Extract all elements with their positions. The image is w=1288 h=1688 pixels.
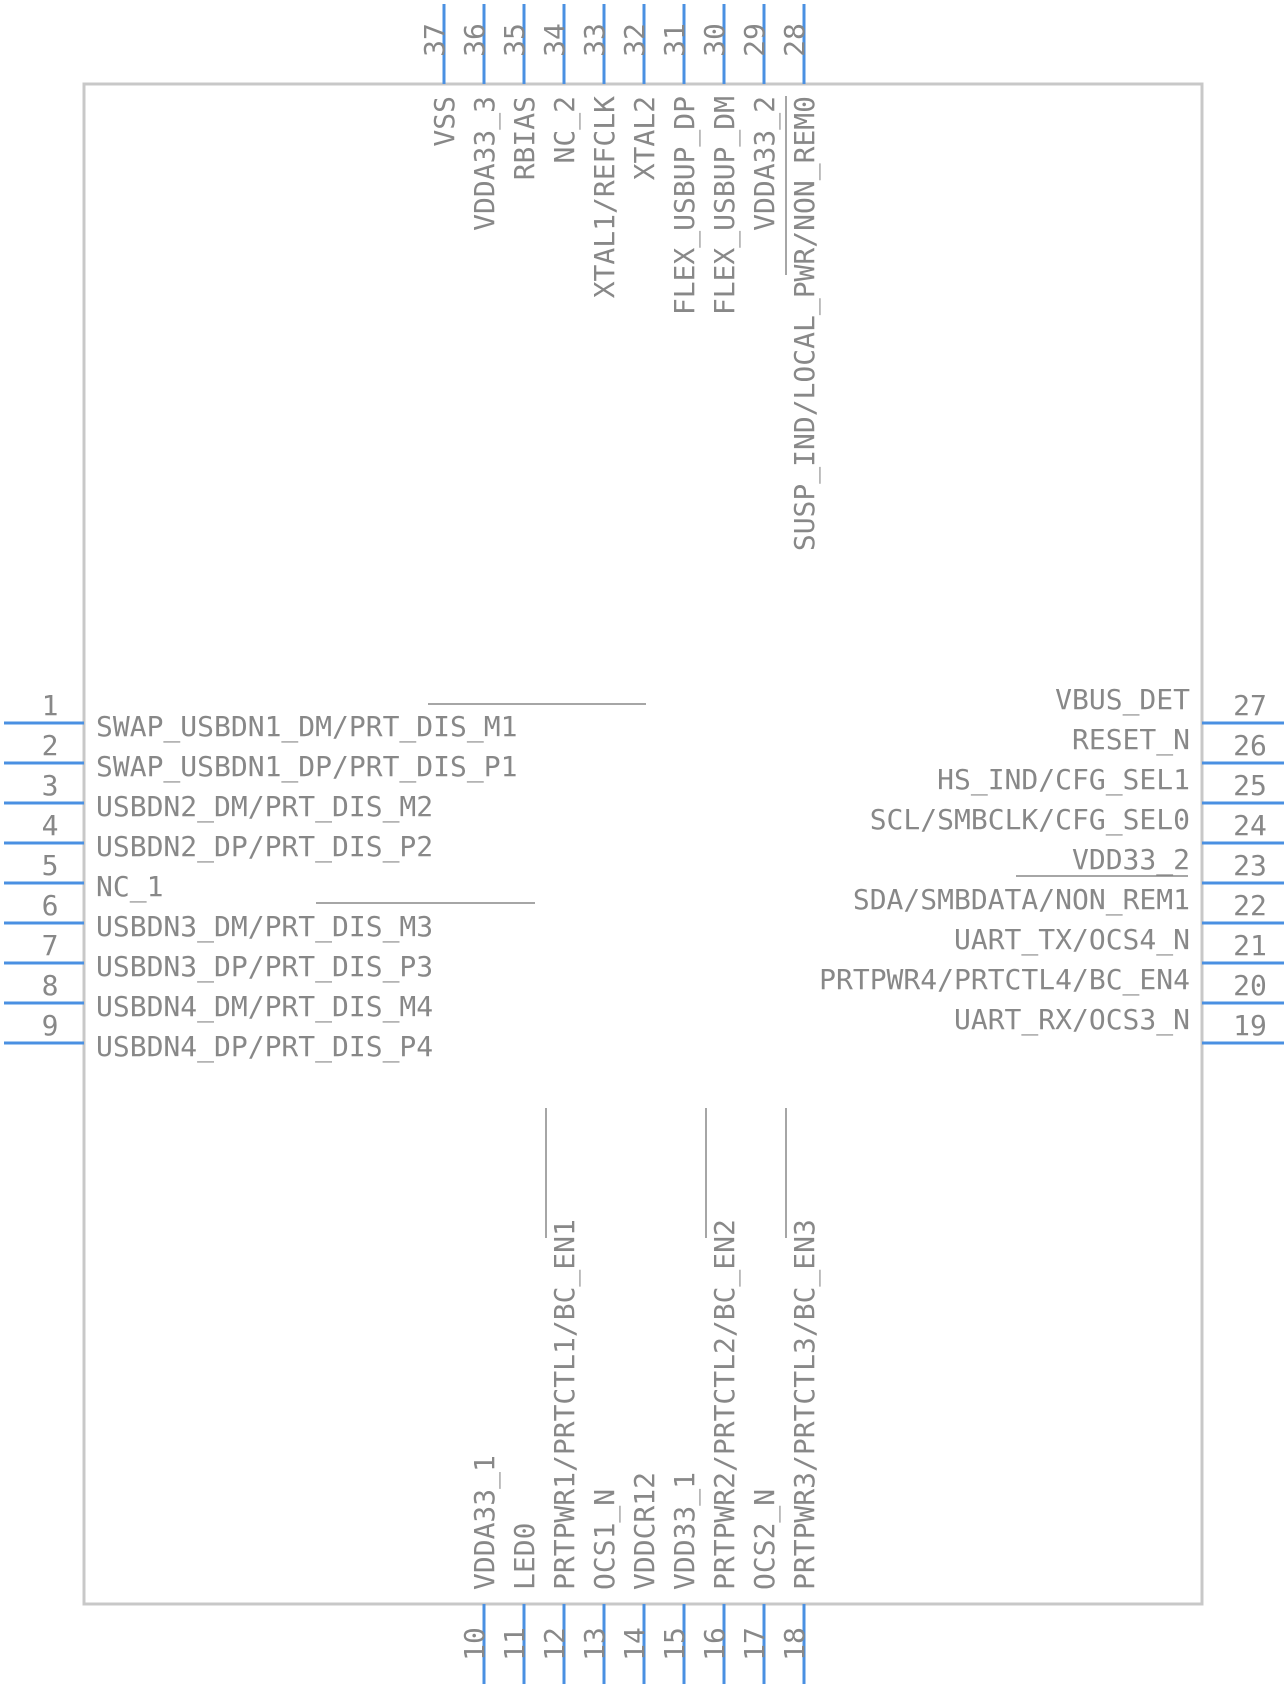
pin-17-number: 17 bbox=[738, 1627, 771, 1661]
pin-27-number: 27 bbox=[1233, 689, 1267, 722]
pin-28-label-susp-ind-local-pwr-non-rem0: SUSP_IND/LOCAL_PWR/NON_REM0 bbox=[788, 96, 822, 551]
pin-7-label-usbdn3-dp-prt-dis-p3: USBDN3_DP/PRT_DIS_P3 bbox=[96, 950, 433, 984]
pin-15-label-vdd33-1: VDD33_1 bbox=[668, 1472, 702, 1590]
pin-4-number: 4 bbox=[42, 809, 59, 842]
pin-26-label-reset-n: RESET_N bbox=[1072, 723, 1190, 757]
pin-11-number: 11 bbox=[498, 1627, 531, 1661]
pin-5-label-nc-1: NC_1 bbox=[96, 870, 163, 904]
pin-2-label-swap-usbdn1-dp-prt-dis-p1: SWAP_USBDN1_DP/PRT_DIS_P1 bbox=[96, 750, 517, 784]
pin-20-label-prtpwr4-prtctl4-bc-en4: PRTPWR4/PRTCTL4/BC_EN4 bbox=[819, 963, 1190, 997]
pin-27-label-vbus-det: VBUS_DET bbox=[1055, 683, 1190, 717]
pin-37-label-vss: VSS bbox=[428, 96, 461, 147]
pin-1-number: 1 bbox=[42, 689, 59, 722]
pin-8-number: 8 bbox=[42, 969, 59, 1002]
pin-18-label-prtpwr3-prtctl3-bc-en3: PRTPWR3/PRTCTL3/BC_EN3 bbox=[788, 1219, 822, 1590]
pin-32-number: 32 bbox=[618, 23, 651, 57]
pin-6-number: 6 bbox=[42, 889, 59, 922]
pin-33-label-xtal1-refclk: XTAL1/REFCLK bbox=[588, 96, 621, 298]
pin-35-label-rbias: RBIAS bbox=[508, 96, 541, 180]
pin-3-number: 3 bbox=[42, 769, 59, 802]
pin-30-label-flex-usbup-dm: FLEX_USBUP_DM bbox=[708, 96, 742, 315]
pin-26-number: 26 bbox=[1233, 729, 1267, 762]
pin-10-label-vdda33-1: VDDA33_1 bbox=[468, 1455, 502, 1590]
pin-6-label-usbdn3-dm-prt-dis-m3: USBDN3_DM/PRT_DIS_M3 bbox=[96, 910, 433, 944]
pin-31-number: 31 bbox=[658, 23, 691, 57]
pin-24-label-scl-smbclk-cfg-sel0: SCL/SMBCLK/CFG_SEL0 bbox=[870, 803, 1190, 837]
pin-23-number: 23 bbox=[1233, 849, 1267, 882]
pin-9-number: 9 bbox=[42, 1009, 59, 1042]
pin-33-number: 33 bbox=[578, 23, 611, 57]
pin-22-number: 22 bbox=[1233, 889, 1267, 922]
pin-13-label-ocs1-n: OCS1_N bbox=[588, 1489, 622, 1590]
pin-14-number: 14 bbox=[618, 1627, 651, 1661]
pin-16-number: 16 bbox=[698, 1627, 731, 1661]
pin-22-label-sda-smbdata-non-rem1: SDA/SMBDATA/NON_REM1 bbox=[853, 883, 1190, 917]
pin-25-number: 25 bbox=[1233, 769, 1267, 802]
pin-7-number: 7 bbox=[42, 929, 59, 962]
pin-34-number: 34 bbox=[538, 23, 571, 57]
pin-19-number: 19 bbox=[1233, 1009, 1267, 1042]
pin-8-label-usbdn4-dm-prt-dis-m4: USBDN4_DM/PRT_DIS_M4 bbox=[96, 990, 433, 1024]
pin-12-number: 12 bbox=[538, 1627, 571, 1661]
pin-35-number: 35 bbox=[498, 23, 531, 57]
pin-20-number: 20 bbox=[1233, 969, 1267, 1002]
pin-17-label-ocs2-n: OCS2_N bbox=[748, 1489, 782, 1590]
pin-21-number: 21 bbox=[1233, 929, 1267, 962]
pin-32-label-xtal2: XTAL2 bbox=[628, 96, 661, 180]
pin-9-label-usbdn4-dp-prt-dis-p4: USBDN4_DP/PRT_DIS_P4 bbox=[96, 1030, 433, 1064]
pin-5-number: 5 bbox=[42, 849, 59, 882]
pin-31-label-flex-usbup-dp: FLEX_USBUP_DP bbox=[668, 96, 702, 315]
overbars-layer bbox=[316, 96, 1188, 1238]
pin-3-label-usbdn2-dm-prt-dis-m2: USBDN2_DM/PRT_DIS_M2 bbox=[96, 790, 433, 824]
pin-36-label-vdda33-3: VDDA33_3 bbox=[468, 96, 502, 231]
pin-36-number: 36 bbox=[458, 23, 491, 57]
pin-37-number: 37 bbox=[418, 23, 451, 57]
pin-16-label-prtpwr2-prtctl2-bc-en2: PRTPWR2/PRTCTL2/BC_EN2 bbox=[708, 1219, 742, 1590]
pin-19-label-uart-rx-ocs3-n: UART_RX/OCS3_N bbox=[954, 1003, 1190, 1037]
pin-10-number: 10 bbox=[458, 1627, 491, 1661]
pin-30-number: 30 bbox=[698, 23, 731, 57]
pin-23-label-vdd33-2: VDD33_2 bbox=[1072, 843, 1190, 877]
pin-29-number: 29 bbox=[738, 23, 771, 57]
pin-29-label-vdda33-2: VDDA33_2 bbox=[748, 96, 782, 231]
pin-34-label-nc-2: NC_2 bbox=[548, 96, 582, 163]
pin-18-number: 18 bbox=[778, 1627, 811, 1661]
pin-15-number: 15 bbox=[658, 1627, 691, 1661]
pin-1-label-swap-usbdn1-dm-prt-dis-m1: SWAP_USBDN1_DM/PRT_DIS_M1 bbox=[96, 710, 517, 744]
pin-14-label-vddcr12: VDDCR12 bbox=[628, 1472, 661, 1590]
pin-28-number: 28 bbox=[778, 23, 811, 57]
pin-25-label-hs-ind-cfg-sel1: HS_IND/CFG_SEL1 bbox=[937, 763, 1190, 797]
pin-2-number: 2 bbox=[42, 729, 59, 762]
pin-4-label-usbdn2-dp-prt-dis-p2: USBDN2_DP/PRT_DIS_P2 bbox=[96, 830, 433, 864]
pin-21-label-uart-tx-ocs4-n: UART_TX/OCS4_N bbox=[954, 923, 1190, 957]
pin-13-number: 13 bbox=[578, 1627, 611, 1661]
pin-11-label-led0: LED0 bbox=[508, 1523, 541, 1590]
pin-12-label-prtpwr1-prtctl1-bc-en1: PRTPWR1/PRTCTL1/BC_EN1 bbox=[548, 1219, 582, 1590]
pin-24-number: 24 bbox=[1233, 809, 1267, 842]
